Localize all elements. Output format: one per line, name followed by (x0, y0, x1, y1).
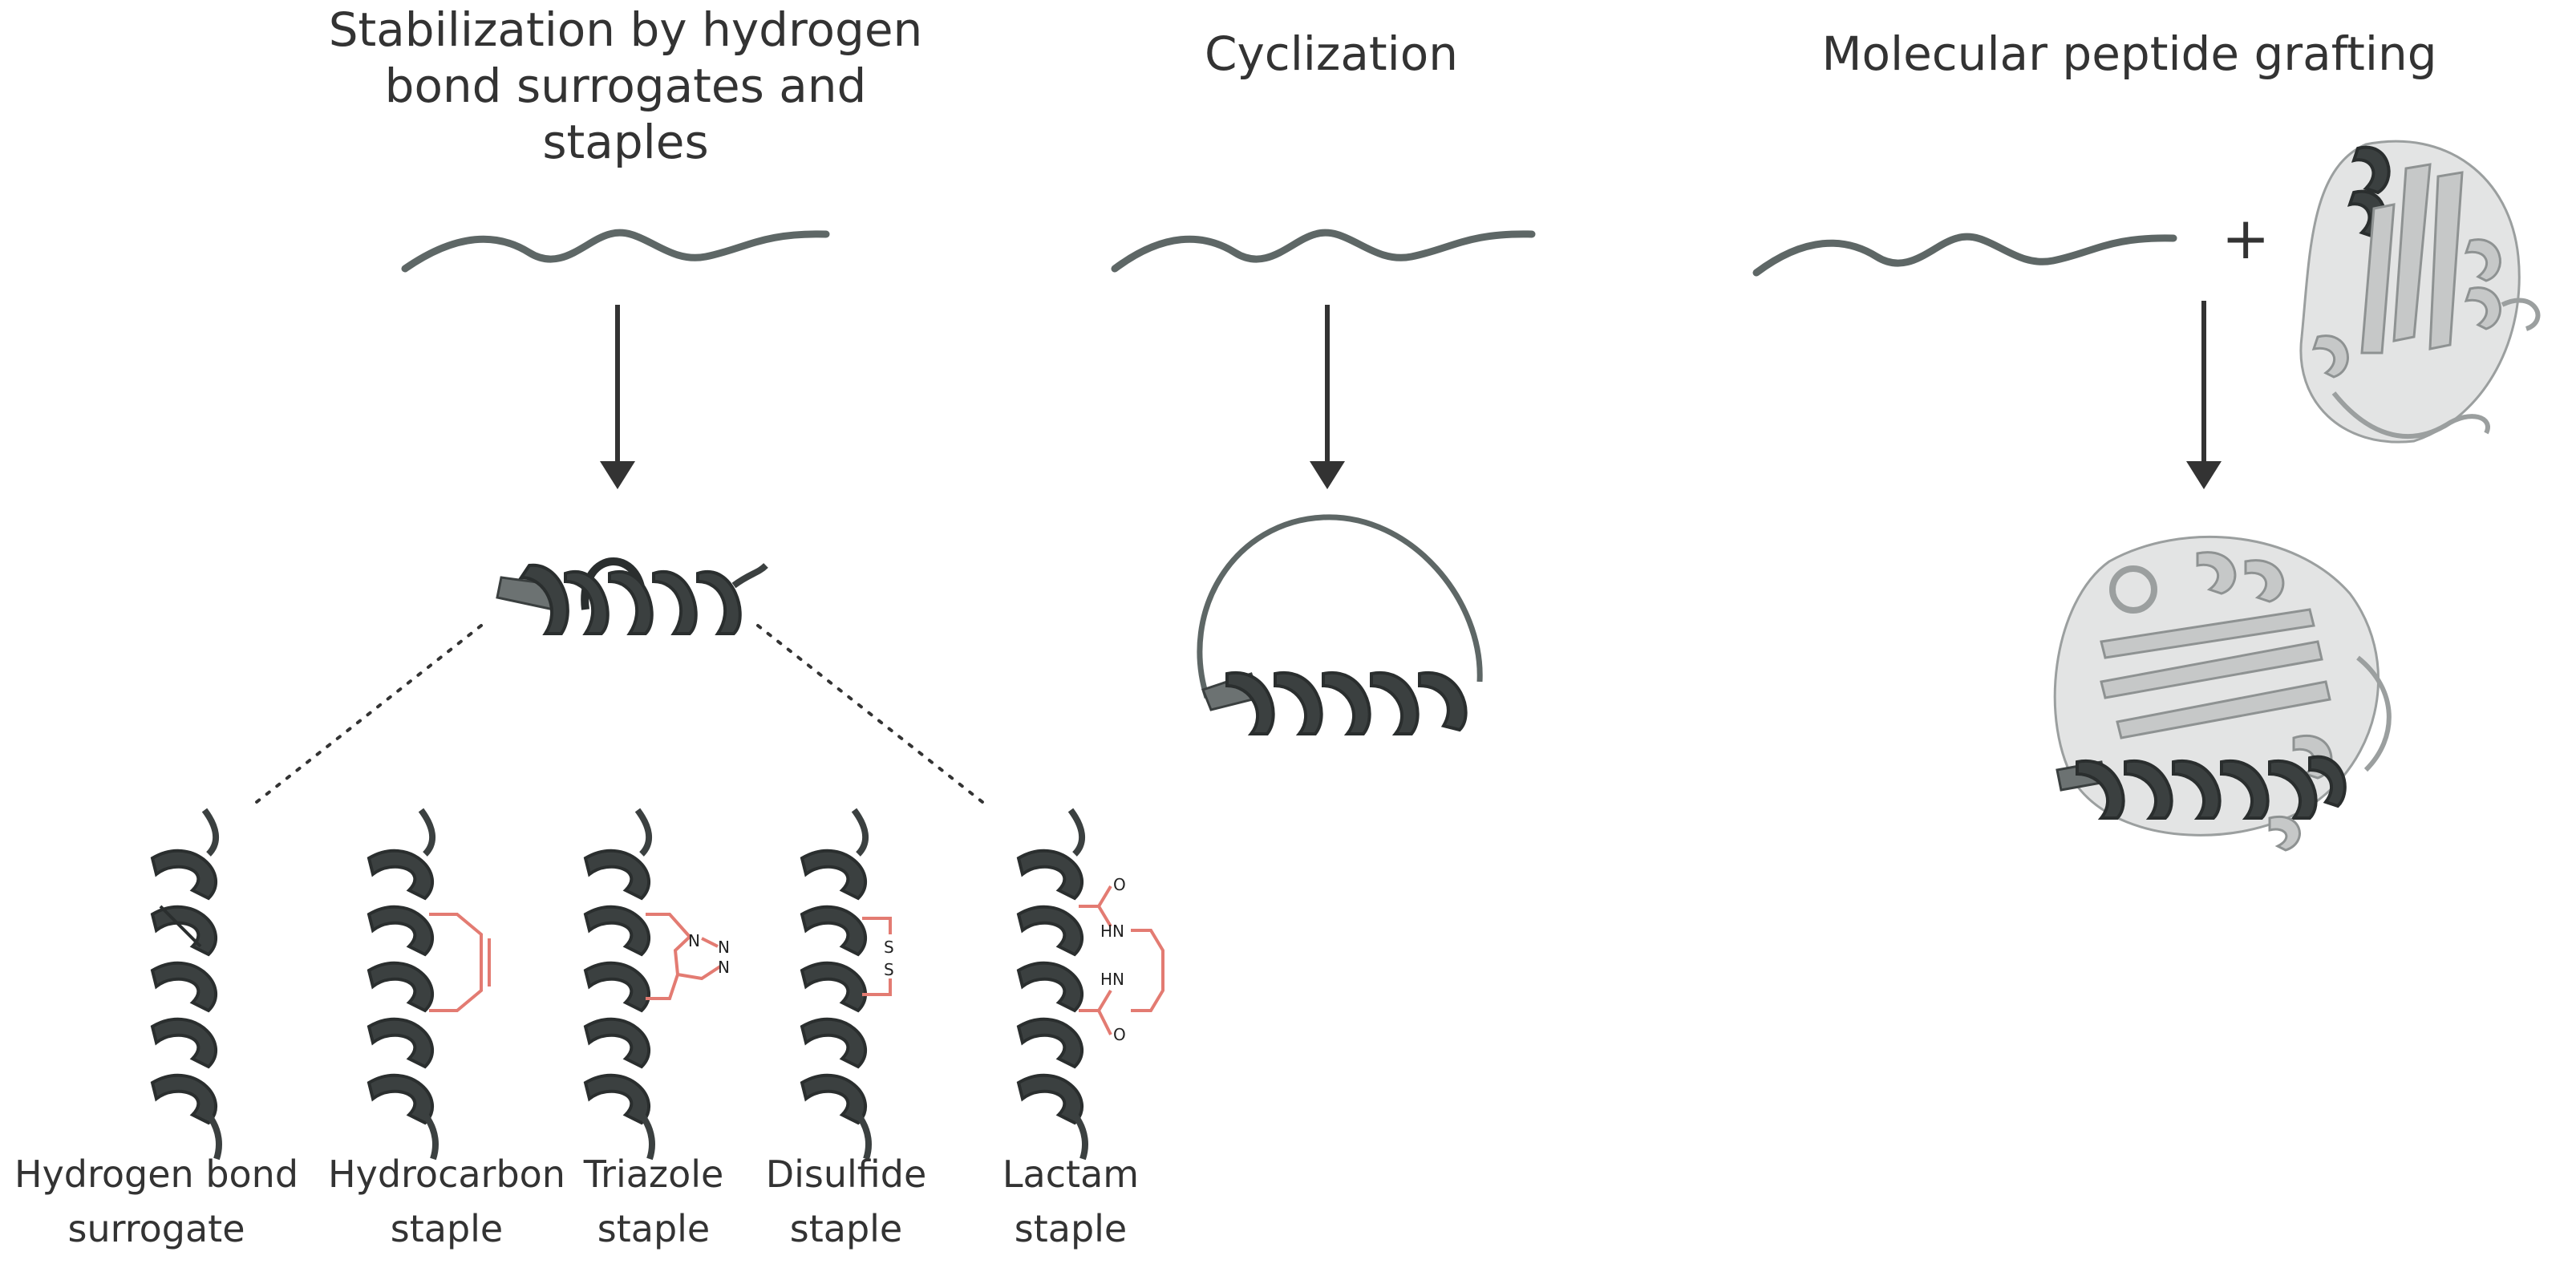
helix-hydrogen-bond-surrogate (150, 808, 222, 1161)
label-hydrogen-bond-surrogate: Hydrogen bond surrogate (0, 1147, 313, 1256)
grafted-protein (2053, 535, 2392, 852)
disulfide-s2: S (884, 960, 894, 979)
peptide-strand-1 (401, 229, 830, 273)
arrowhead-stabilization-icon (600, 461, 635, 489)
label-disulfide-staple: Disulfide staple (754, 1147, 938, 1256)
label-lactam-staple: Lactam staple (978, 1147, 1163, 1256)
arrowhead-grafting-icon (2186, 461, 2222, 489)
label-triazole-staple: Triazole staple (569, 1147, 738, 1256)
arrowhead-cyclization-icon (1310, 461, 1345, 489)
label-disulfide-line2: staple (789, 1207, 903, 1250)
label-hydrocarbon-line1: Hydrocarbon (328, 1153, 565, 1196)
label-triazole-line2: staple (597, 1207, 711, 1250)
peptide-strand-2 (1111, 229, 1536, 273)
lactam-o2: O (1113, 1025, 1126, 1044)
label-hbs-line1: Hydrogen bond (14, 1153, 299, 1196)
triazole-n1: N (688, 931, 700, 950)
label-disulfide-line1: Disulfide (765, 1153, 927, 1196)
label-lactam-line2: staple (1014, 1207, 1128, 1250)
title-stabilization-line1: Stabilization by hydrogen (328, 2, 923, 57)
label-lactam-line1: Lactam (1002, 1153, 1140, 1196)
title-stabilization: Stabilization by hydrogen bond surrogate… (305, 2, 946, 170)
helix-lactam-staple: O HN HN O (1016, 808, 1164, 1161)
cyclized-helix (1197, 514, 1483, 735)
helix-triazole-staple: N N N (583, 808, 730, 1161)
disulfide-s1: S (884, 938, 894, 957)
helix-hydrocarbon-staple (367, 808, 491, 1161)
lactam-o1: O (1113, 875, 1126, 894)
title-stabilization-line2: bond surrogates and staples (384, 59, 867, 169)
triazole-n3: N (718, 958, 730, 977)
lactam-hn2: HN (1100, 970, 1124, 989)
label-hydrocarbon-staple: Hydrocarbon staple (314, 1147, 579, 1256)
title-cyclization: Cyclization (1204, 26, 1459, 81)
label-hbs-line2: surrogate (67, 1207, 245, 1250)
lactam-hn1: HN (1100, 922, 1124, 941)
stabilized-helix (496, 557, 768, 635)
helix-disulfide-staple: S S (800, 808, 894, 1161)
title-grafting: Molecular peptide grafting (1821, 26, 2437, 81)
dotted-guide-left (255, 624, 483, 804)
triazole-n2: N (718, 938, 730, 957)
plus-sign: + (2222, 205, 2270, 272)
scaffold-protein (2299, 140, 2541, 444)
peptide-strand-3 (1752, 233, 2177, 277)
dotted-guide-right (756, 624, 984, 804)
label-hydrocarbon-line2: staple (390, 1207, 504, 1250)
label-triazole-line1: Triazole (583, 1153, 724, 1196)
